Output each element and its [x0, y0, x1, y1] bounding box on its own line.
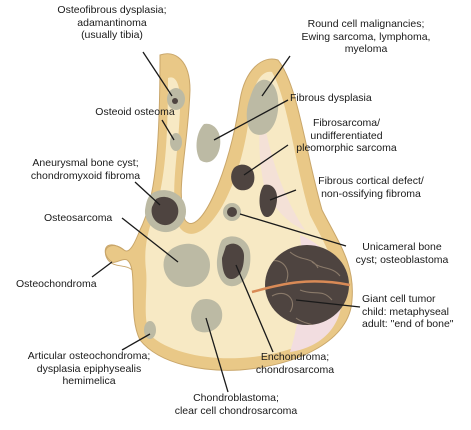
label-fibrous-cortical-defect: Fibrous cortical defect/ non-ossifying f… [296, 175, 446, 200]
label-osteochondroma: Osteochondroma [16, 278, 97, 291]
lesion-fibrosarcoma [231, 165, 254, 191]
label-fibrosarcoma: Fibrosarcoma/ undifferentiated pleomorph… [284, 117, 409, 155]
leader-osteochondroma [92, 262, 112, 277]
label-giant-cell-tumor: Giant cell tumor child: metaphyseal adul… [362, 293, 454, 331]
lesion-fibrous-dysplasia [197, 124, 221, 163]
label-aneurysmal-bone-cyst: Aneurysmal bone cyst; chondromyxoid fibr… [8, 157, 163, 182]
label-chondroblastoma: Chondroblastoma; clear cell chondrosarco… [156, 392, 316, 417]
label-unicameral-bone-cyst: Unicameral bone cyst; osteoblastoma [342, 241, 462, 266]
label-round-cell-malignancies: Round cell malignancies; Ewing sarcoma, … [276, 18, 456, 56]
label-fibrous-dysplasia: Fibrous dysplasia [290, 92, 372, 105]
label-articular-osteochondroma: Articular osteochondroma; dysplasia epip… [14, 350, 164, 388]
label-osteoid-osteoma: Osteoid osteoma [80, 106, 190, 119]
label-enchondroma: Enchondroma; chondrosarcoma [240, 351, 350, 376]
label-osteofibrous-dysplasia: Osteofibrous dysplasia; adamantinoma (us… [42, 4, 182, 42]
lesion-unicameral-bone-cyst-core [227, 207, 237, 217]
label-osteosarcoma: Osteosarcoma [44, 212, 112, 225]
lesion-osteofibrous-core [172, 98, 178, 104]
lesion-osteosarcoma [164, 244, 210, 287]
